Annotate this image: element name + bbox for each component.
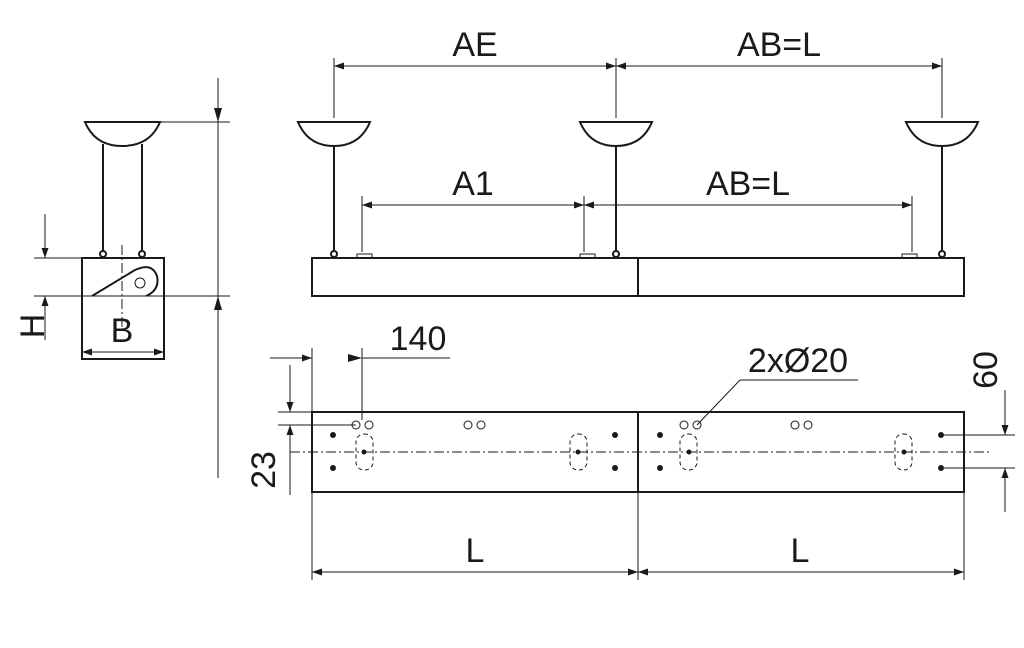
label-60: 60 (967, 351, 1005, 389)
label-ab-mid: AB=L (706, 165, 790, 203)
side-bracket (91, 266, 159, 297)
front-canopy-middle (578, 121, 654, 148)
side-bracket-hole (134, 277, 146, 289)
label-23: 23 (245, 451, 283, 489)
label-a1: A1 (452, 165, 494, 203)
mounting-holes (351, 420, 813, 430)
top-view: 140 2xØ20 23 60 L L (245, 320, 1015, 580)
label-l-left: L (466, 532, 485, 570)
label-h: H (14, 314, 52, 339)
front-canopy-right (904, 121, 980, 148)
side-view: H B (14, 78, 230, 478)
label-b: B (111, 312, 134, 350)
side-cable-clamp (138, 250, 146, 258)
holes-leader (696, 379, 741, 426)
screw-points (330, 432, 944, 471)
label-ae: AE (452, 26, 497, 64)
label-ab-top: AB=L (737, 26, 821, 64)
side-canopy (83, 121, 162, 148)
side-profile-body (81, 257, 165, 360)
label-holes: 2xØ20 (748, 342, 848, 380)
label-l-right: L (791, 532, 810, 570)
front-canopy-left (296, 121, 372, 148)
side-cable-clamp (99, 250, 107, 258)
mounting-slots (355, 433, 913, 471)
front-view: AE AB=L A1 AB=L (296, 26, 980, 297)
label-140: 140 (390, 320, 447, 358)
